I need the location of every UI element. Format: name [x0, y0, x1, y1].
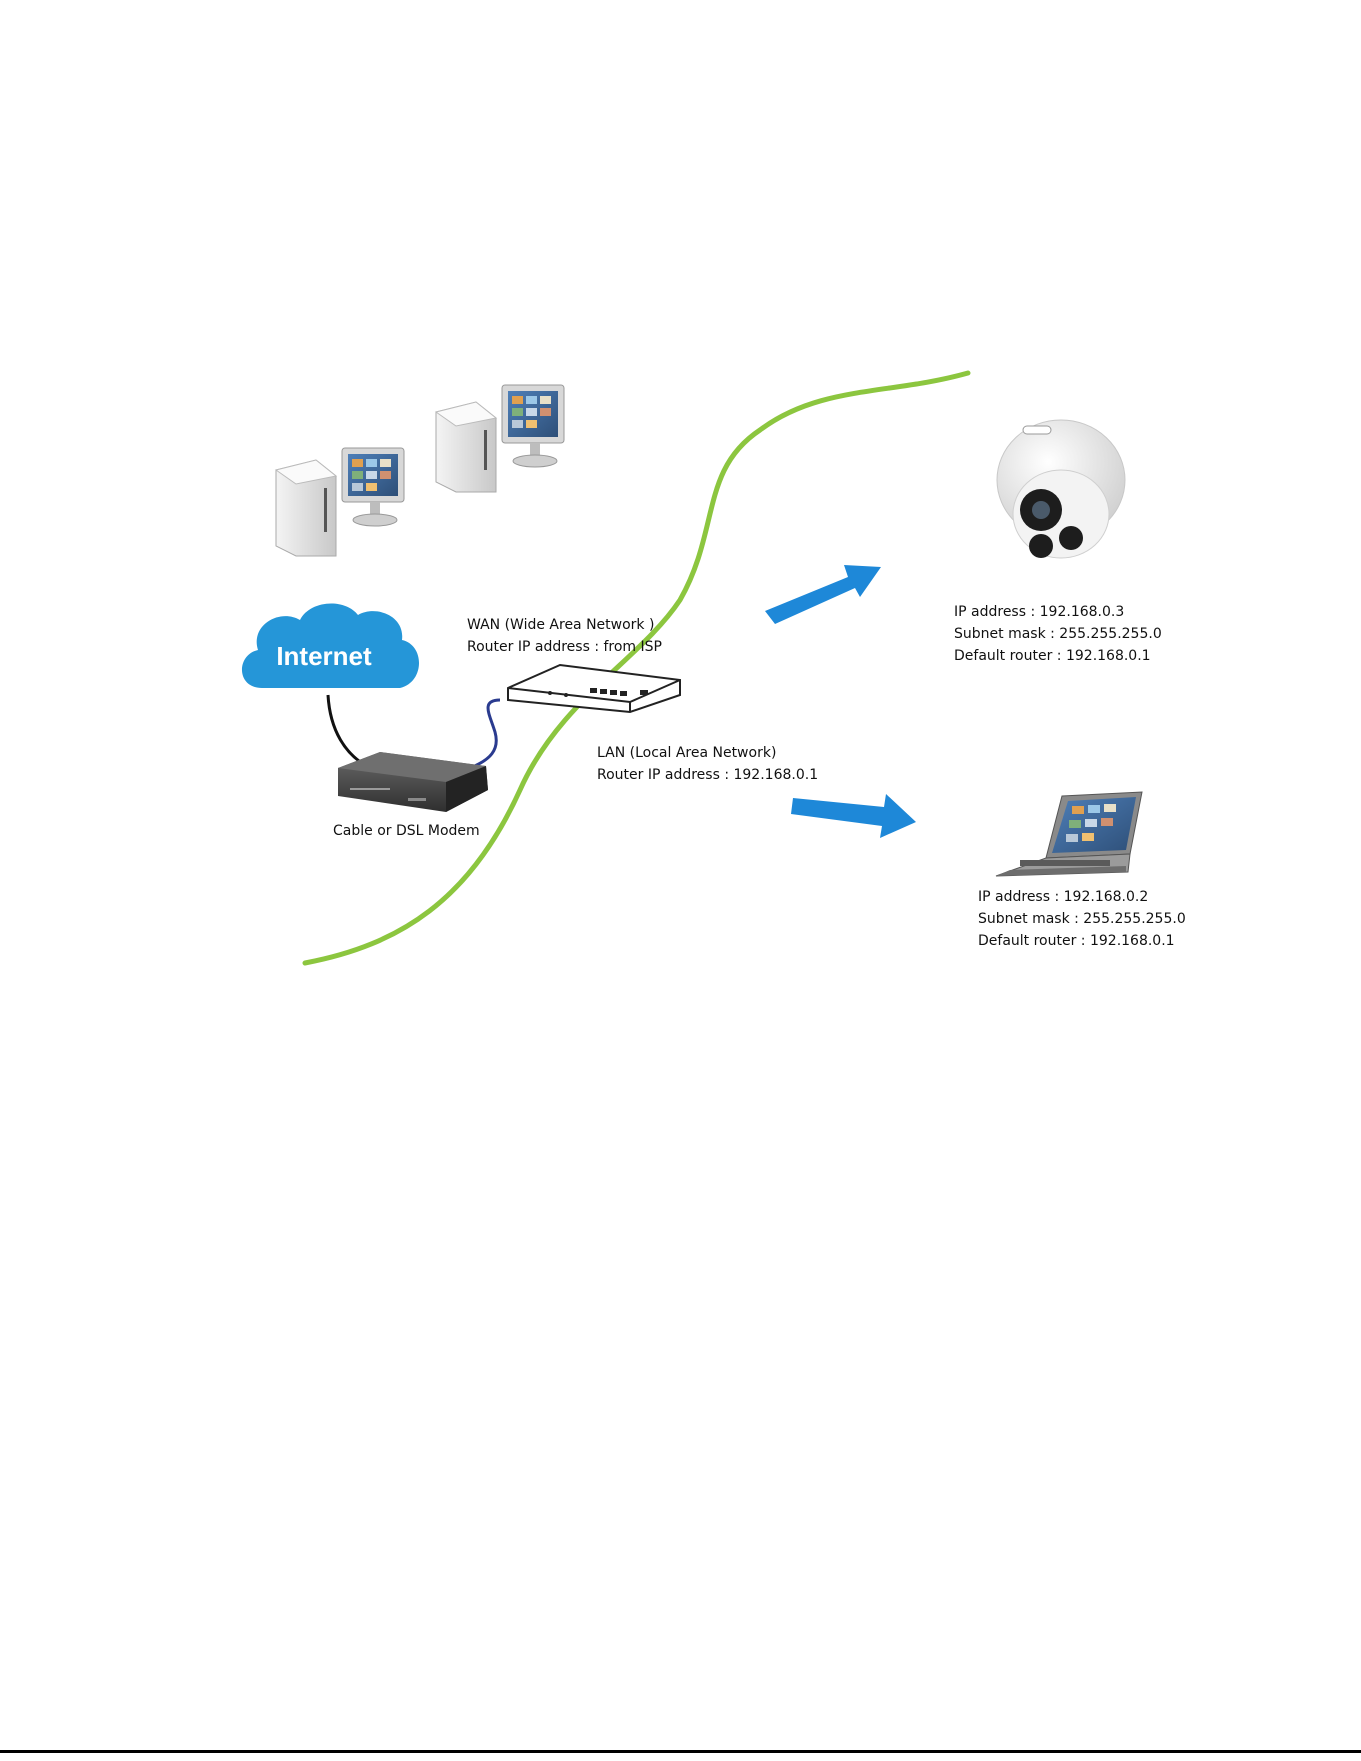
modem-router-cable: [469, 698, 501, 770]
desktop-computer-icon: [434, 384, 565, 493]
lan-label: LAN (Local Area Network) Router IP addre…: [597, 742, 818, 786]
page-bottom-rule: [0, 1750, 1361, 1753]
arrow-icon: [765, 565, 881, 624]
camera-default-router: Default router : 192.168.0.1: [954, 648, 1151, 664]
router-icon: [507, 663, 681, 714]
lan-router-ip: Router IP address : 192.168.0.1: [597, 767, 819, 783]
camera-subnet-mask: Subnet mask : 255.255.255.0: [954, 626, 1162, 642]
laptop-default-router: Default router : 192.168.0.1: [978, 933, 1175, 949]
internet-modem-cable: [326, 694, 371, 770]
wan-label: WAN (Wide Area Network ) Router IP addre…: [467, 614, 662, 658]
laptop-ip-config: IP address : 192.168.0.2 Subnet mask : 2…: [978, 886, 1186, 952]
wan-router-ip: Router IP address : from ISP: [467, 639, 662, 655]
arrow-icon: [791, 794, 916, 838]
laptop-icon: [995, 791, 1143, 877]
cloud-icon: [241, 603, 420, 688]
laptop-ip-address: IP address : 192.168.0.2: [978, 889, 1149, 905]
internet-label: Internet: [276, 641, 372, 671]
modem-icon: [338, 752, 488, 812]
camera-ip-address: IP address : 192.168.0.3: [954, 604, 1125, 620]
desktop-computer-icon: [274, 447, 405, 557]
modem-caption: Cable or DSL Modem: [333, 823, 480, 839]
lan-title: LAN (Local Area Network): [597, 745, 777, 761]
network-boundary-line: [302, 370, 971, 966]
laptop-subnet-mask: Subnet mask : 255.255.255.0: [978, 911, 1186, 927]
camera-ip-config: IP address : 192.168.0.3 Subnet mask : 2…: [954, 601, 1162, 667]
dome-camera-icon: [996, 419, 1126, 559]
wan-title: WAN (Wide Area Network ): [467, 617, 655, 633]
